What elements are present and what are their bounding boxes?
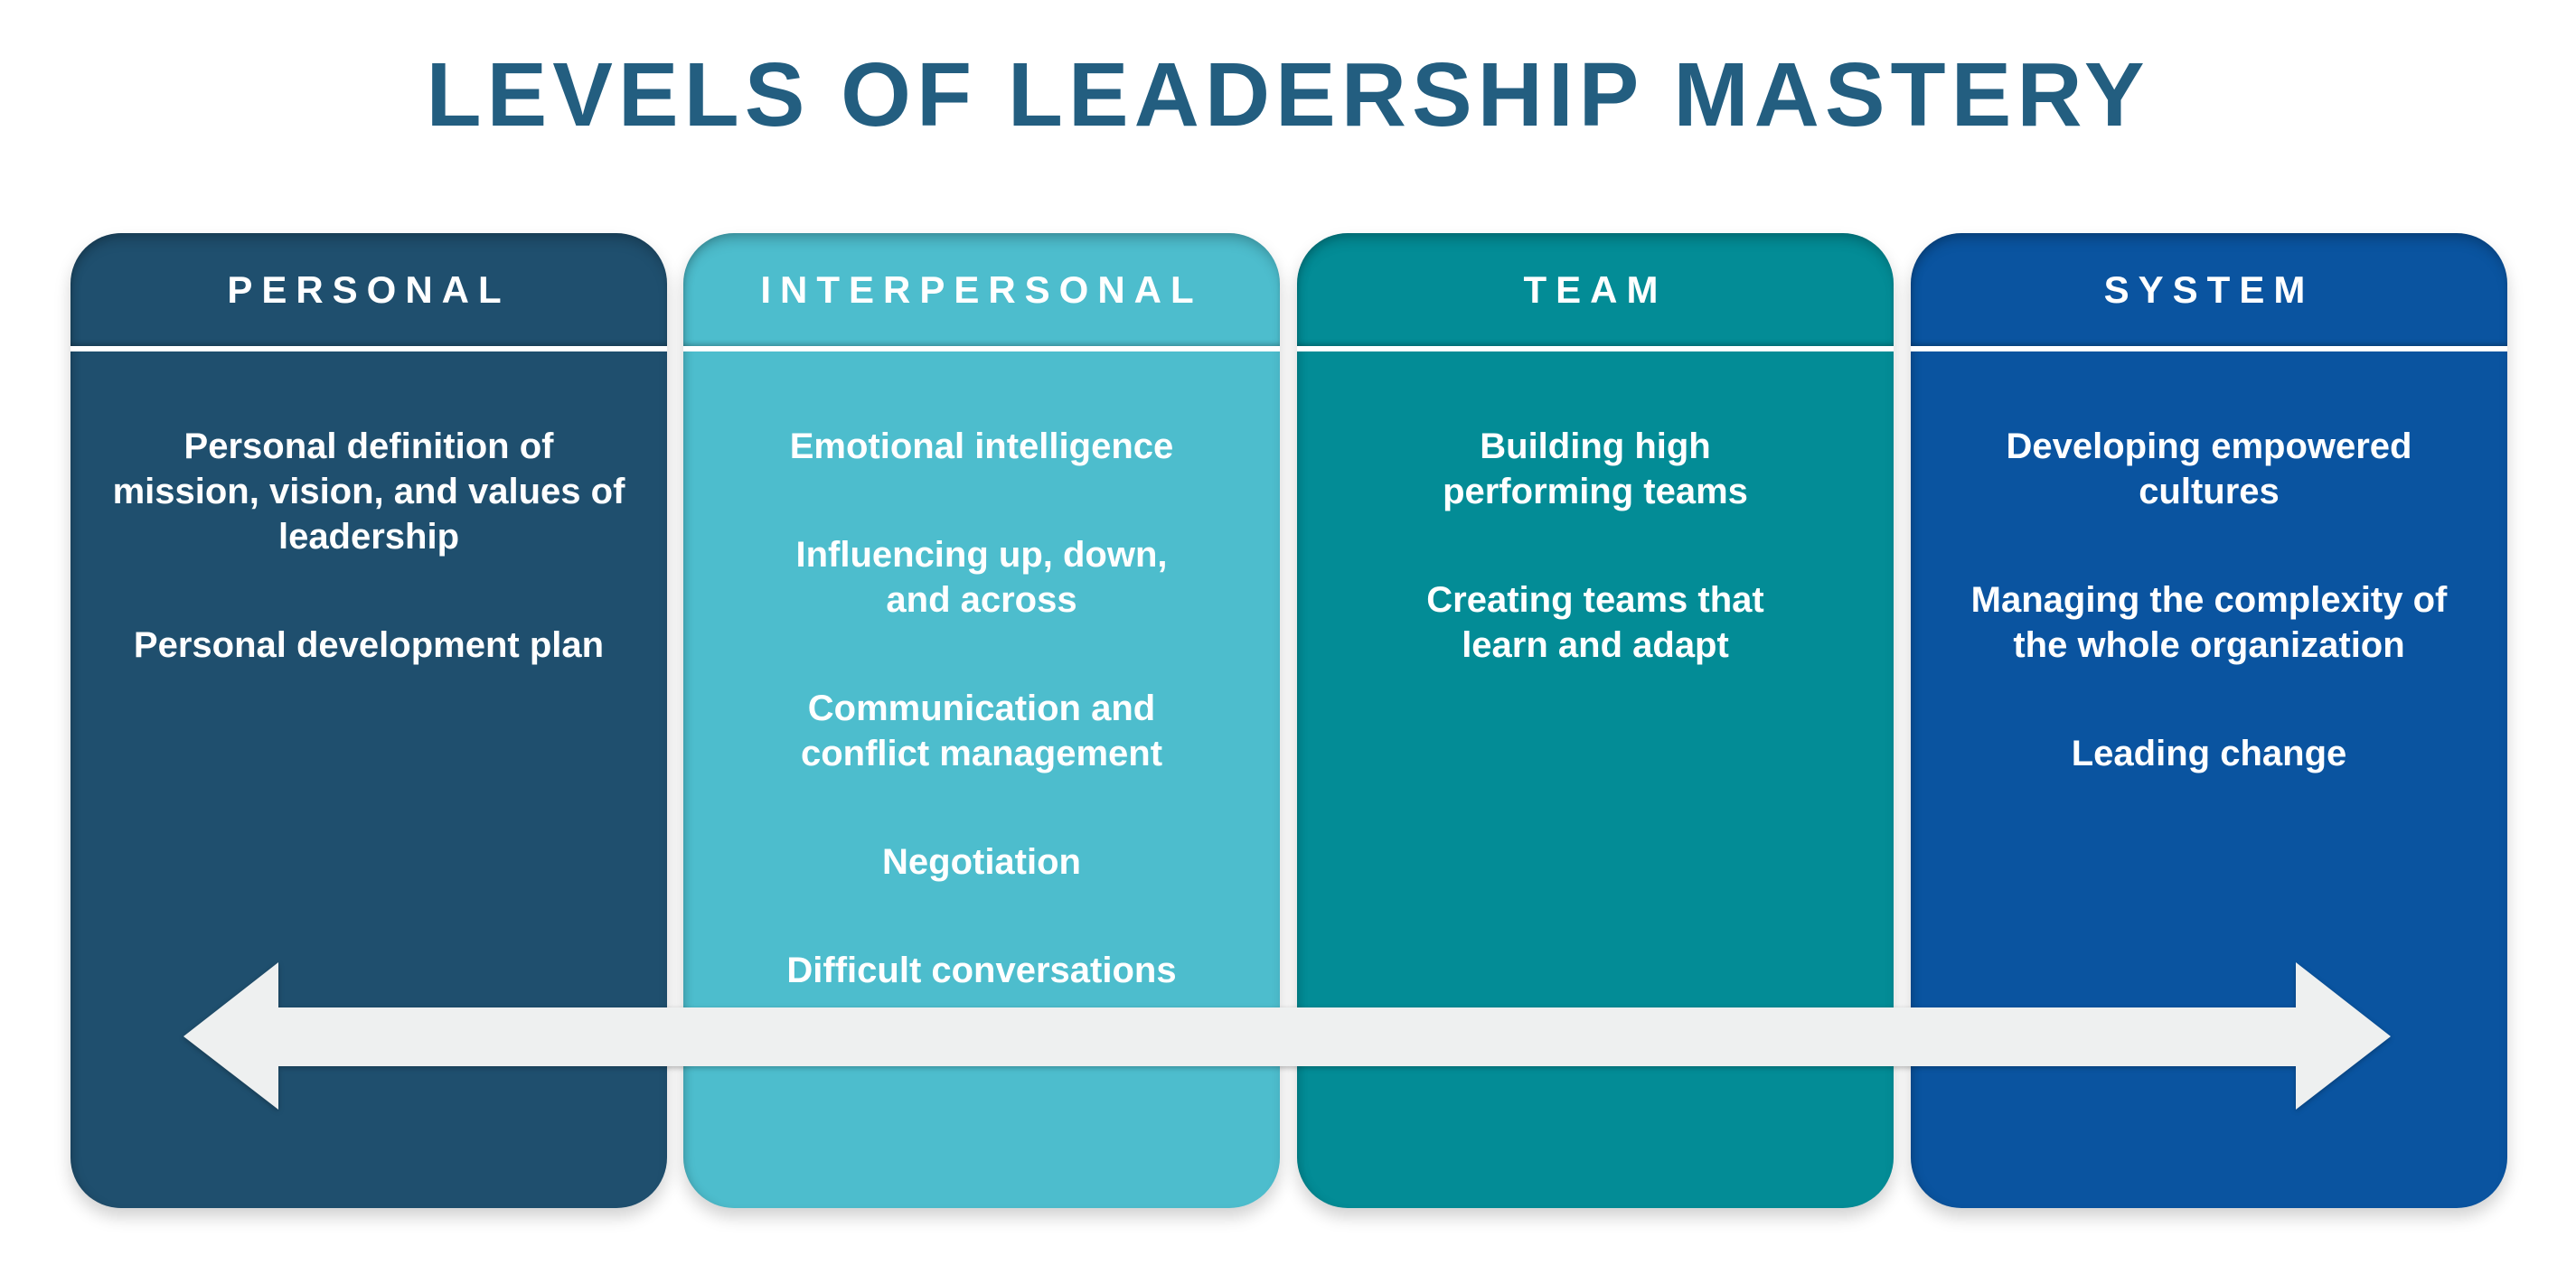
- card-item: Difficult conversations: [786, 951, 1177, 990]
- card-interpersonal-header: INTERPERSONAL: [683, 233, 1280, 346]
- card-system-header: SYSTEM: [1911, 233, 2507, 346]
- header-divider: [1297, 346, 1894, 351]
- card-item: Personal development plan: [133, 625, 605, 665]
- header-divider: [71, 346, 667, 351]
- card-item: Influencing up, down, and across: [795, 535, 1168, 620]
- card-item: Emotional intelligence: [789, 426, 1174, 466]
- card-item: Developing empowered cultures: [2006, 426, 2412, 511]
- header-divider: [1911, 346, 2507, 351]
- card-system: SYSTEM Developing empowered cultures Man…: [1911, 233, 2507, 1208]
- card-item: Creating teams that learn and adapt: [1426, 580, 1764, 665]
- card-team: TEAM Building high performing teams Crea…: [1297, 233, 1894, 1208]
- card-item: Leading change: [2071, 734, 2347, 773]
- card-team-body: Building high performing teams Creating …: [1297, 351, 1894, 1208]
- card-team-header: TEAM: [1297, 233, 1894, 346]
- card-system-body: Developing empowered cultures Managing t…: [1911, 351, 2507, 1208]
- card-interpersonal-body: Emotional intelligence Influencing up, d…: [683, 351, 1280, 1208]
- header-divider: [683, 346, 1280, 351]
- card-item: Negotiation: [882, 842, 1081, 882]
- card-personal: PERSONAL Personal definition of mission,…: [71, 233, 667, 1208]
- card-item: Managing the complexity of the whole org…: [1970, 580, 2448, 665]
- card-personal-body: Personal definition of mission, vision, …: [71, 351, 667, 1208]
- card-personal-header: PERSONAL: [71, 233, 667, 346]
- card-interpersonal: INTERPERSONAL Emotional intelligence Inf…: [683, 233, 1280, 1208]
- page-title: LEVELS OF LEADERSHIP MASTERY: [426, 44, 2150, 145]
- card-item: Personal definition of mission, vision, …: [112, 426, 625, 557]
- card-item: Communication and conflict management: [800, 689, 1163, 773]
- card-item: Building high performing teams: [1443, 426, 1748, 511]
